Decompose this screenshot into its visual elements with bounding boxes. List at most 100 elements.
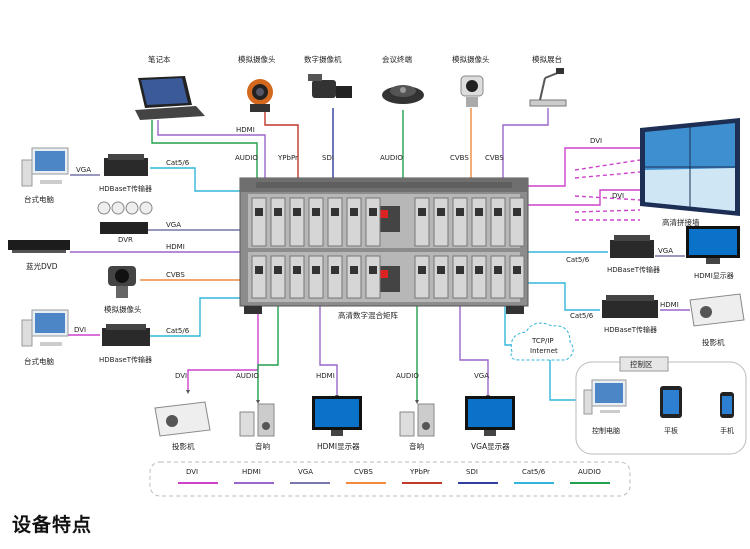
matrix-port	[293, 208, 301, 216]
device-label: HDBaseT传输器	[99, 184, 152, 193]
phone-icon	[720, 392, 734, 418]
signal-label: HDMI	[316, 372, 335, 380]
device-label: 会议终端	[382, 54, 412, 64]
device-label: 模拟摄像头	[238, 54, 276, 64]
matrix-card	[327, 197, 343, 247]
matrix-port	[255, 266, 263, 274]
speaker-bottom1-icon	[239, 403, 275, 437]
line-b-hdmi	[319, 305, 338, 395]
signal-label: Cat5/6	[166, 327, 190, 335]
matrix-port	[350, 208, 358, 216]
legend-label: DVI	[186, 468, 198, 476]
video-wall-icon	[640, 118, 740, 216]
document-camera-icon	[529, 68, 567, 107]
hdbaset-receiver-icon	[610, 235, 654, 258]
matrix-port	[274, 208, 282, 216]
matrix-port	[369, 266, 377, 274]
control-pc-icon	[583, 379, 627, 415]
device-label: VGA显示器	[471, 442, 510, 451]
device-label: 控制电脑	[592, 426, 620, 435]
matrix-port	[418, 208, 426, 216]
matrix-port	[437, 266, 445, 274]
matrix-port	[255, 208, 263, 216]
matrix-card	[509, 197, 525, 247]
signal-label: HDMI	[236, 126, 255, 134]
dvr-icon	[100, 222, 148, 234]
section-heading: 设备特点	[12, 514, 93, 536]
matrix-port	[513, 208, 521, 216]
matrix-card	[433, 255, 449, 299]
control-area-title: 控制区	[630, 359, 653, 369]
digital-camera-icon	[308, 74, 352, 98]
signal-label: HDMI	[166, 243, 185, 251]
dome-cameras-icon	[97, 201, 153, 215]
line-wall-dvi2	[528, 189, 640, 206]
device-label: HDBaseT传输器	[604, 325, 657, 334]
matrix-port	[293, 266, 301, 274]
legend-label: HDMI	[242, 468, 261, 476]
signal-label: VGA	[76, 166, 91, 174]
signal-label: YPbPr	[277, 154, 298, 162]
vga-display-bottom-icon	[465, 396, 515, 436]
signal-labels: HDMI AUDIO YPbPr SDI AUDIO CVBS CVBS VGA…	[74, 126, 679, 380]
signal-label: VGA	[166, 221, 181, 229]
projector-right-icon	[689, 293, 745, 327]
line-b-audio1	[257, 305, 279, 400]
device-label: 高清拼接墙	[662, 217, 700, 227]
signal-label: HDMI	[660, 301, 679, 309]
signal-label: CVBS	[450, 154, 469, 162]
matrix-card	[346, 255, 362, 299]
device-label: DVR	[118, 236, 133, 244]
matrix-card	[490, 255, 506, 299]
signal-label: AUDIO	[380, 154, 403, 162]
legend-label: AUDIO	[578, 468, 601, 476]
device-label: 音响	[255, 441, 270, 451]
signal-label: DVI	[175, 372, 187, 380]
signal-label: CVBS	[485, 154, 504, 162]
bluray-player-icon	[8, 240, 70, 253]
signal-label: VGA	[474, 372, 489, 380]
matrix-card	[490, 197, 506, 247]
matrix-card	[414, 197, 430, 247]
matrix-card	[346, 197, 362, 247]
matrix-card	[365, 197, 381, 247]
device-label: 模拟摄像头	[104, 304, 142, 314]
matrix-port	[437, 208, 445, 216]
matrix-port	[494, 208, 502, 216]
line-laptop-audio	[151, 120, 258, 178]
hdmi-display-right-icon	[686, 226, 740, 264]
device-label: 投影机	[702, 337, 725, 347]
line-wall-dvi1	[528, 147, 640, 187]
matrix-port	[456, 208, 464, 216]
device-label: HDBaseT传输器	[607, 265, 660, 274]
projector-bottom-icon	[154, 401, 211, 437]
signal-label: DVI	[590, 137, 602, 145]
matrix-card	[433, 197, 449, 247]
matrix-port	[331, 208, 339, 216]
desktop-pc-icon	[21, 147, 69, 187]
legend-label: YPbPr	[409, 468, 430, 476]
matrix-port	[513, 266, 521, 274]
matrix-card	[308, 197, 324, 247]
line-tx-cat	[150, 167, 240, 192]
matrix-card	[270, 197, 286, 247]
hdbaset-transmitter2-icon	[102, 324, 150, 346]
line-laptop-hdmi	[157, 120, 266, 178]
matrix-port	[369, 208, 377, 216]
tablet-icon	[660, 386, 682, 418]
signal-label: DVI	[612, 192, 624, 200]
hdbaset-receiver2-icon	[602, 295, 658, 318]
matrix-card	[365, 255, 381, 299]
desktop-pc2-icon	[21, 309, 69, 347]
signal-label: Cat5/6	[166, 159, 190, 167]
device-label: 音响	[409, 441, 424, 451]
matrix-card	[471, 197, 487, 247]
device-label: HDMI显示器	[694, 272, 734, 280]
legend-label: CVBS	[354, 468, 373, 476]
network-label: Internet	[530, 347, 558, 355]
connection-lines	[68, 108, 690, 401]
camera-left-icon	[108, 266, 136, 298]
signal-label: AUDIO	[235, 154, 258, 162]
